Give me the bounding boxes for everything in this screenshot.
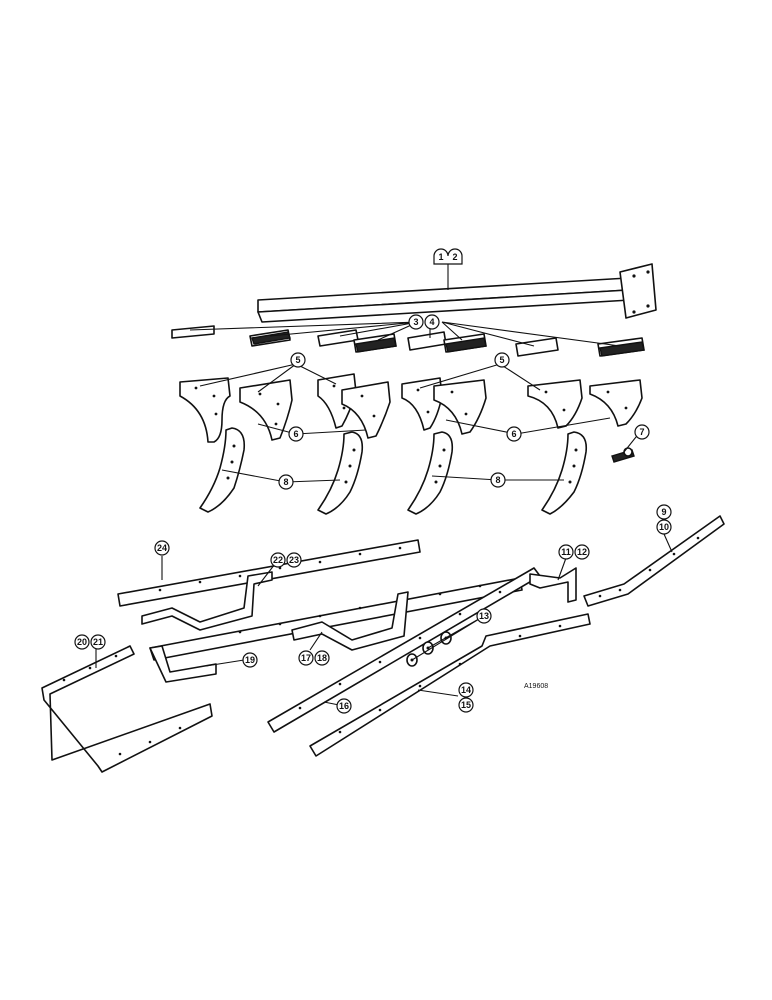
callout-label: 22 <box>273 555 283 565</box>
callout-19: 19 <box>242 652 258 668</box>
callout-6b: 6 <box>506 426 522 442</box>
callout-8b: 8 <box>490 472 506 488</box>
callout-label: 19 <box>245 655 255 665</box>
callout-label: 4 <box>429 317 434 327</box>
bar-9-10 <box>583 515 725 607</box>
callout-8a: 8 <box>278 474 294 490</box>
callout-label: 21 <box>93 637 103 647</box>
callout-7: 7 <box>634 424 650 440</box>
callout-label: 13 <box>479 611 489 621</box>
callout-label: 3 <box>413 317 418 327</box>
callout-label: 15 <box>461 700 471 710</box>
leader-lines <box>95 264 673 707</box>
callout-22-23: 22 23 <box>270 552 302 568</box>
main-beam <box>257 263 657 323</box>
callout-14-15: 14 15 <box>458 682 474 713</box>
shanks <box>199 427 588 515</box>
callout-20-21: 20 21 <box>74 634 106 650</box>
callout-label: 8 <box>283 477 288 487</box>
callout-label: 5 <box>499 355 504 365</box>
callout-6a: 6 <box>288 426 304 442</box>
callout-label: 1 <box>438 252 443 262</box>
callout-label: 9 <box>661 507 666 517</box>
callout-17-18: 17 18 <box>298 650 330 666</box>
callout-5a: 5 <box>290 352 306 368</box>
callout-9-10: 9 10 <box>656 504 672 535</box>
bar-14-15 <box>309 613 591 757</box>
callout-label: 14 <box>461 685 471 695</box>
callout-label: 12 <box>577 547 587 557</box>
callout-label: 2 <box>452 252 457 262</box>
callout-1-2: 1 2 <box>433 248 463 265</box>
u-frame-20-21 <box>41 645 213 773</box>
callout-13: 13 <box>476 608 492 624</box>
callout-label: 6 <box>293 429 298 439</box>
bracket-11-12 <box>529 567 577 603</box>
offset-bracket-17-18 <box>291 591 409 651</box>
callout-5b: 5 <box>494 352 510 368</box>
drawing-reference-number: A19608 <box>524 683 548 690</box>
mounting-brackets <box>171 325 645 357</box>
callout-label: 5 <box>295 355 300 365</box>
callout-label: 24 <box>157 543 167 553</box>
callout-label: 7 <box>639 427 644 437</box>
callout-label: 6 <box>511 429 516 439</box>
callout-24: 24 <box>154 540 170 556</box>
callout-label: 10 <box>659 522 669 532</box>
callout-label: 11 <box>561 547 571 557</box>
callout-3-4: 3 4 <box>408 314 440 330</box>
callout-11-12: 11 12 <box>558 544 590 560</box>
clevis-pin <box>611 447 635 463</box>
callout-label: 16 <box>339 701 349 711</box>
offset-bracket-22-23 <box>141 571 273 631</box>
callout-label: 23 <box>289 555 299 565</box>
callout-label: 8 <box>495 475 500 485</box>
callout-label: 20 <box>77 637 87 647</box>
callout-label: 17 <box>301 653 311 663</box>
callout-16: 16 <box>336 698 352 714</box>
callout-label: 18 <box>317 653 327 663</box>
